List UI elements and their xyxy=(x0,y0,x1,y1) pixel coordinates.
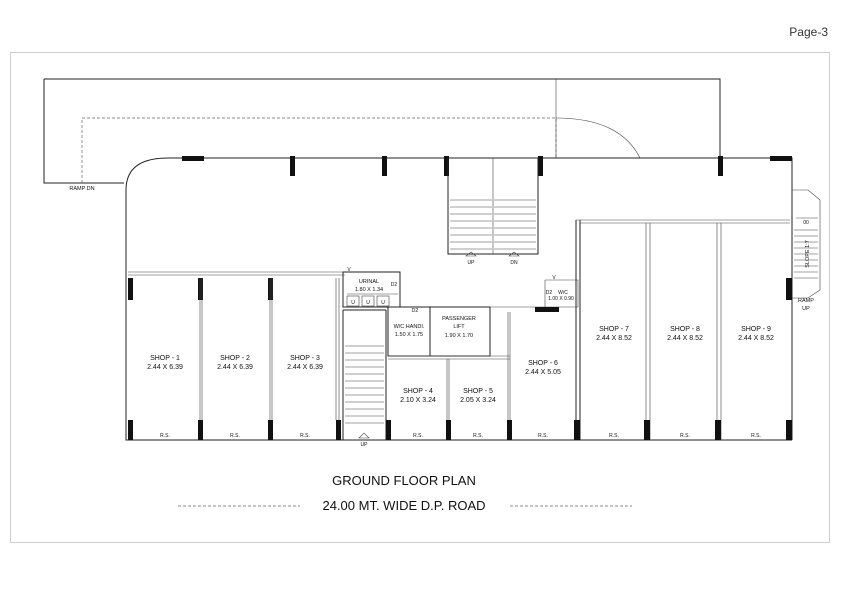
shop-2-name: SHOP - 2 xyxy=(220,355,250,362)
wc-handi-name: W/C HANDI. xyxy=(394,324,425,330)
drawing-frame xyxy=(10,52,830,543)
wc-size: 1.00 X 0.90 xyxy=(548,296,574,302)
road-label: 24.00 MT. WIDE D.P. ROAD xyxy=(322,498,485,513)
rs-label: R.S. xyxy=(680,433,690,439)
shop-5-name: SHOP - 5 xyxy=(463,388,493,395)
urinal-size: 1.80 X 1.34 xyxy=(355,287,383,293)
shop-3-size: 2.44 X 6.39 xyxy=(287,364,323,371)
shop-7-name: SHOP - 7 xyxy=(599,326,629,333)
slope-label: SLOPE 1:7 xyxy=(805,240,811,268)
second-staircase xyxy=(342,309,387,440)
stair2-up-label: UP xyxy=(361,442,369,448)
slope-dimension: 00 xyxy=(803,220,809,226)
rs-label: R.S. xyxy=(751,433,761,439)
page-number: Page-3 xyxy=(789,25,828,39)
rs-label: R.S. xyxy=(413,433,423,439)
rs-label: R.S. xyxy=(538,433,548,439)
urinal-fixture-1: U xyxy=(351,300,355,306)
building-outline xyxy=(125,157,821,441)
plan-title: GROUND FLOOR PLAN xyxy=(332,473,476,488)
shop-1-size: 2.44 X 6.39 xyxy=(147,364,183,371)
lift-name-line1: PASSENGER xyxy=(442,316,476,322)
rolling-shutter-labels: R.S. R.S. R.S. R.S. R.S. R.S. R.S. R.S. … xyxy=(160,433,761,439)
shop-1-name: SHOP - 1 xyxy=(150,355,180,362)
wc-handi-door-tag: D2 xyxy=(412,308,419,314)
shop-2-size: 2.44 X 6.39 xyxy=(217,364,253,371)
ramp-dn-label: RAMP DN xyxy=(69,186,94,192)
shop-8-name: SHOP - 8 xyxy=(670,326,700,333)
shops-7-9-walls xyxy=(574,219,792,440)
wc-vent-tag: V xyxy=(552,275,556,281)
wc-name: W/C xyxy=(558,290,568,296)
shop-4-size: 2.10 X 3.24 xyxy=(400,397,436,404)
shop-7-size: 2.44 X 8.52 xyxy=(596,335,632,342)
lift-name-line2: LIFT xyxy=(453,324,465,330)
shop-3-name: SHOP - 3 xyxy=(290,355,320,362)
shops-4-6-walls xyxy=(386,312,512,440)
wc-handi-size: 1.50 X 1.75 xyxy=(395,332,423,338)
shops-1-3-walls xyxy=(128,278,341,440)
urinal-fixture-2: U xyxy=(366,300,370,306)
rs-label: R.S. xyxy=(230,433,240,439)
shop-6-name: SHOP - 6 xyxy=(528,360,558,367)
shop-5-size: 2.05 X 3.24 xyxy=(460,397,496,404)
wc-door-tag: D2 xyxy=(546,290,553,296)
urinal-name: URINAL xyxy=(359,279,379,285)
urinal-door-tag: D2 xyxy=(391,282,398,288)
urinal-vent-tag: V xyxy=(347,267,351,273)
site-outline xyxy=(43,78,721,184)
rs-label: R.S. xyxy=(300,433,310,439)
shop-8-size: 2.44 X 8.52 xyxy=(667,335,703,342)
shop-4-name: SHOP - 4 xyxy=(403,388,433,395)
urinal-fixture-3: U xyxy=(381,300,385,306)
ramp-up-label-line2: UP xyxy=(802,306,810,312)
shop-9-size: 2.44 X 8.52 xyxy=(738,335,774,342)
main-staircase xyxy=(447,158,539,257)
shop-6-size: 2.44 X 5.05 xyxy=(525,369,561,376)
lift-size: 1.90 X 1.70 xyxy=(445,333,473,339)
rs-label: R.S. xyxy=(473,433,483,439)
stair-dn-label: DN xyxy=(510,260,518,266)
top-columns xyxy=(182,156,792,176)
ramp-up-label-line1: RAMP xyxy=(798,298,814,304)
shop-9-name: SHOP - 9 xyxy=(741,326,771,333)
rs-label: R.S. xyxy=(609,433,619,439)
rs-label: R.S. xyxy=(160,433,170,439)
stair-up-label: UP xyxy=(468,260,476,266)
